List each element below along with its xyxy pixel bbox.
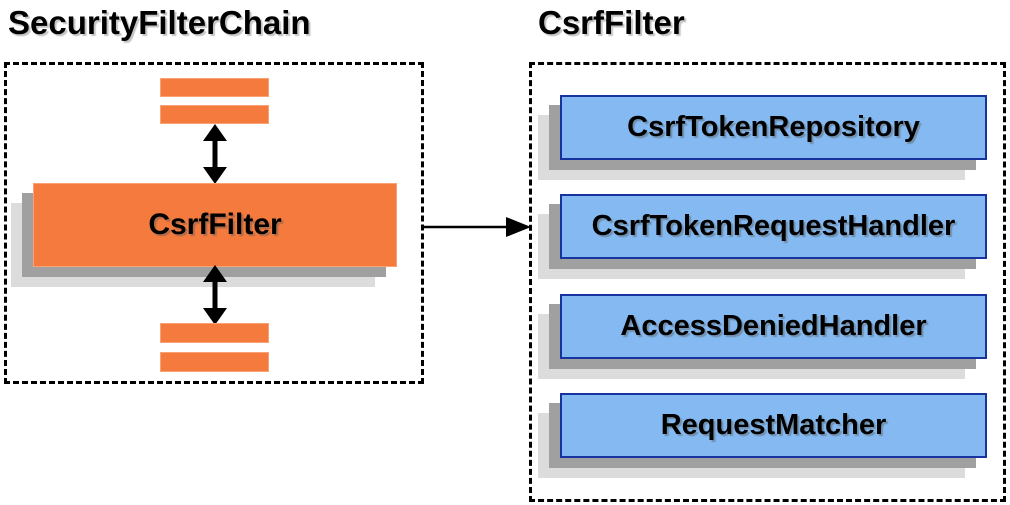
csrf-filter-title: CsrfFilter <box>538 4 685 41</box>
component-box-csrf-token-request-handler: CsrfTokenRequestHandler <box>560 194 987 259</box>
component-label: AccessDeniedHandler <box>620 310 927 342</box>
csrf-filter-box: CsrfFilter <box>33 183 397 267</box>
component-label: CsrfTokenRepository <box>627 111 920 143</box>
delegates-flow-arrow <box>423 217 531 237</box>
security-filter-chain-container <box>4 62 424 384</box>
component-box-request-matcher: RequestMatcher <box>560 393 987 458</box>
filter-placeholder-bar <box>160 323 269 343</box>
filter-placeholder-bar <box>160 105 269 124</box>
csrf-filter-box-label: CsrfFilter <box>148 208 282 241</box>
csrf-filter-container <box>529 62 1006 502</box>
component-box-csrf-token-repository: CsrfTokenRepository <box>560 95 987 160</box>
component-box-access-denied-handler: AccessDeniedHandler <box>560 294 987 359</box>
filter-placeholder-bar <box>160 352 269 372</box>
bidirectional-arrow-bottom <box>203 265 227 325</box>
bidirectional-arrow-top <box>203 124 227 184</box>
component-label: CsrfTokenRequestHandler <box>591 210 956 242</box>
filter-placeholder-bar <box>160 78 269 97</box>
component-label: RequestMatcher <box>660 409 887 441</box>
security-filter-chain-title: SecurityFilterChain <box>8 4 311 41</box>
